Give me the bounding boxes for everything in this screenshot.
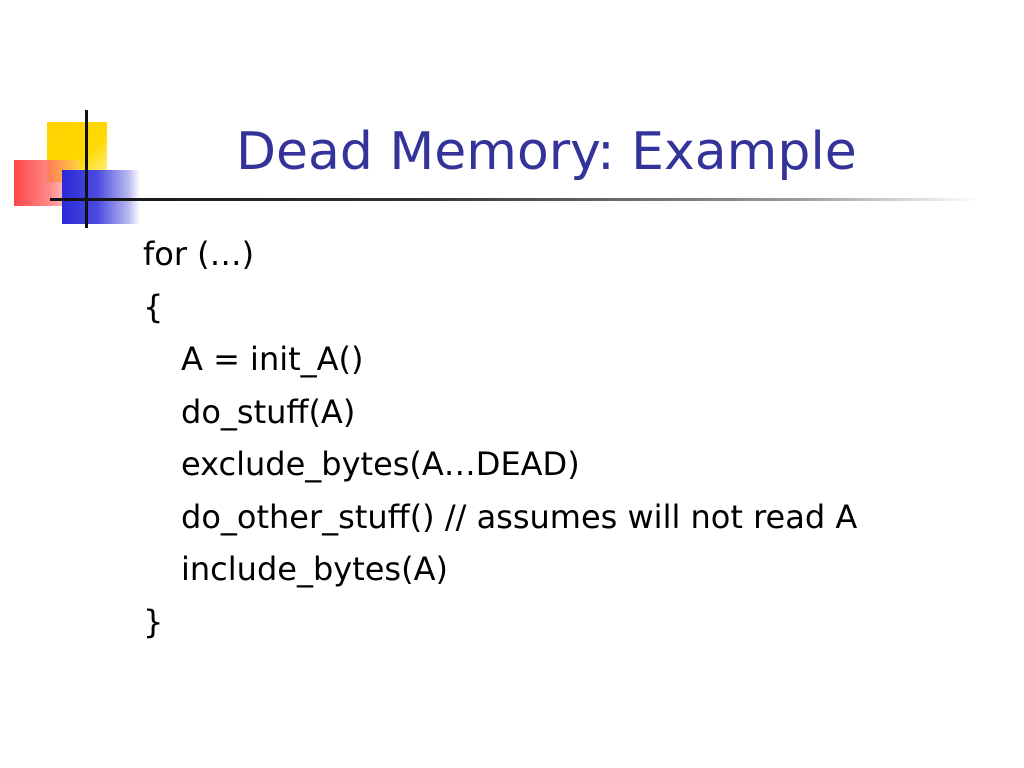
blue-square [62,170,140,224]
code-line: do_stuff(A) [181,392,356,431]
code-line: include_bytes(A) [181,550,448,588]
slide-title: Dead Memory: Example [236,122,857,182]
vertical-rule [85,110,88,228]
code-line: do_other_stuff() // assumes will not rea… [181,497,858,536]
code-line: A = init_A() [181,340,364,378]
title-underline [50,198,980,201]
code-line: for (…) [143,235,255,273]
code-line: { [143,287,164,326]
code-line: exclude_bytes(A…DEAD) [181,445,580,483]
code-line: } [143,602,164,641]
decorative-logo-blocks [0,0,150,240]
code-block: for (…) { A = init_A() do_stuff(A) exclu… [143,228,857,648]
